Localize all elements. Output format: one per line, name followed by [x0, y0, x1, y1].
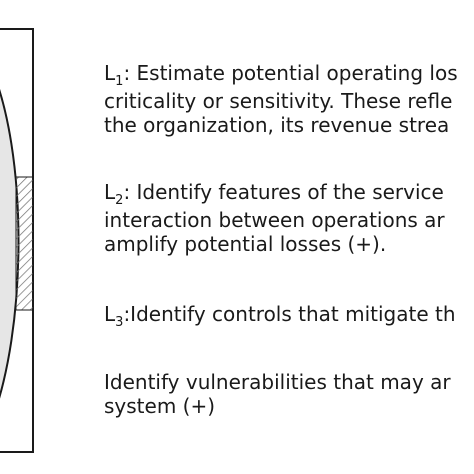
- item-l1: L1: Estimate potential operating los cri…: [104, 61, 474, 137]
- item-l2-text: : Identify features of the service: [123, 180, 444, 204]
- item-l2-line-3: amplify potential losses (+).: [104, 232, 387, 256]
- item-l1-label: L: [104, 61, 116, 85]
- item-l4-line-1: Identify vulnerabilities that may ar: [104, 370, 451, 394]
- item-l3-text: :Identify controls that mitigate th: [123, 302, 456, 326]
- item-l3-subscript: 3: [115, 315, 124, 330]
- item-l2-line-1: L2: Identify features of the service: [104, 180, 474, 208]
- item-l2-line-2: interaction between operations ar: [104, 208, 445, 232]
- item-l1-subscript: 1: [115, 74, 124, 89]
- item-l2-subscript: 2: [115, 193, 124, 208]
- hatched-connector: [15, 176, 34, 311]
- item-l3-label: L: [104, 302, 116, 326]
- item-l1-text: : Estimate potential operating los: [123, 61, 458, 85]
- item-l3-line-1: L3:Identify controls that mitigate th: [104, 302, 474, 330]
- item-l1-line-3: the organization, its revenue strea: [104, 113, 450, 137]
- item-l4-line-2: system (+): [104, 394, 216, 418]
- item-l4: Identify vulnerabilities that may ar sys…: [104, 370, 474, 418]
- item-l1-line-1: L1: Estimate potential operating los: [104, 61, 474, 89]
- item-l1-line-2: criticality or sensitivity. These refle: [104, 89, 453, 113]
- item-l2-label: L: [104, 180, 116, 204]
- item-l3: L3:Identify controls that mitigate th: [104, 302, 474, 330]
- item-l2: L2: Identify features of the service int…: [104, 180, 474, 256]
